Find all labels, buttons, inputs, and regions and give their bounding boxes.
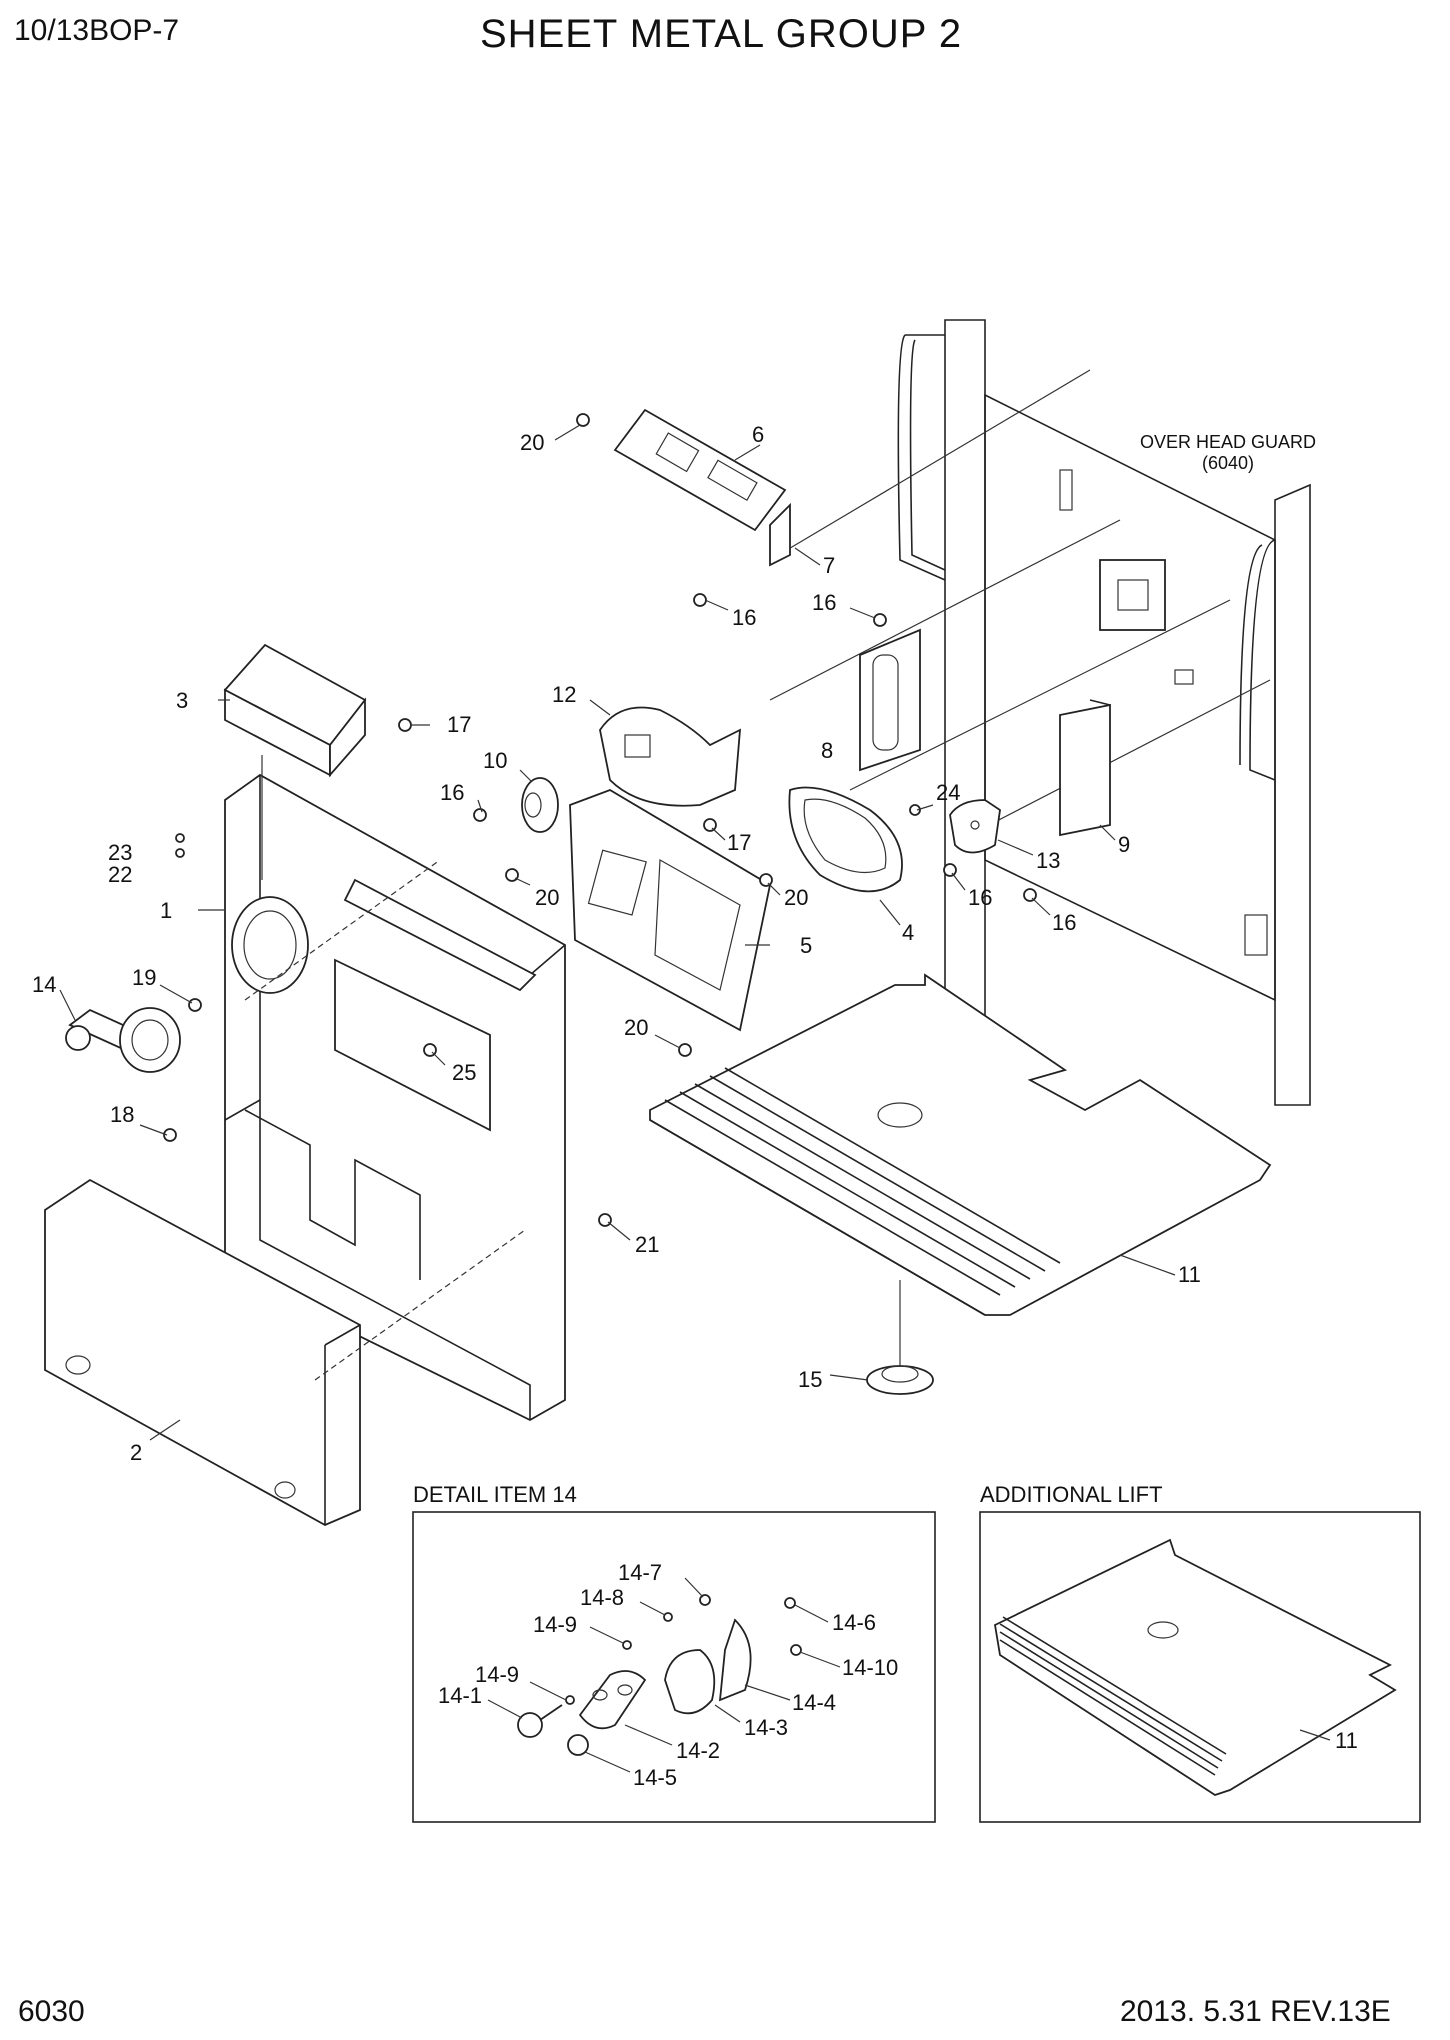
handle-assembly-part-14 bbox=[65, 1007, 181, 1073]
callout-6: 6 bbox=[752, 422, 764, 447]
callout-16: 16 bbox=[968, 885, 992, 910]
callout-labels: 20 6 7 16 16 3 12 17 10 16 17 20 20 1 23… bbox=[32, 422, 1201, 1465]
callout-3: 3 bbox=[176, 688, 188, 713]
page-title: SHEET METAL GROUP 2 bbox=[480, 12, 963, 56]
detail-frame bbox=[412, 1511, 936, 1823]
callout-16: 16 bbox=[1052, 910, 1076, 935]
detail-label-14-3: 14-3 bbox=[744, 1715, 788, 1740]
leader-lines bbox=[59, 424, 1176, 1441]
model-code: 10/13BOP-7 bbox=[14, 14, 180, 47]
callout-17: 17 bbox=[727, 830, 751, 855]
callout-16: 16 bbox=[732, 605, 756, 630]
callout-20: 20 bbox=[784, 885, 808, 910]
callout-10: 10 bbox=[483, 748, 507, 773]
plate-part-13 bbox=[949, 799, 1001, 854]
callout-9: 9 bbox=[1118, 832, 1130, 857]
callout-1: 1 bbox=[160, 898, 172, 923]
switch-panel-part-6 bbox=[613, 408, 791, 567]
callout-20: 20 bbox=[624, 1015, 648, 1040]
callout-8: 8 bbox=[821, 738, 833, 763]
detail-caption: DETAIL ITEM 14 bbox=[413, 1482, 577, 1507]
overhead-guard-frame bbox=[769, 319, 1311, 1106]
revision-date: 2013. 5.31 REV.13E bbox=[1120, 1995, 1391, 2028]
additional-lift-caption: ADDITIONAL LIFT bbox=[980, 1482, 1163, 1507]
front-cover-part-2 bbox=[44, 1178, 526, 1527]
callout-20: 20 bbox=[535, 885, 559, 910]
bracket-part-9 bbox=[1059, 699, 1111, 837]
detail-label-14-5: 14-5 bbox=[633, 1765, 677, 1790]
additional-lift-label-11: 11 bbox=[1335, 1728, 1358, 1753]
callout-7: 7 bbox=[823, 553, 835, 578]
detail-label-14-8: 14-8 bbox=[580, 1585, 624, 1610]
overhead-guard-reference: OVER HEAD GUARD (6040) bbox=[1140, 432, 1316, 473]
detail-label-14-6: 14-6 bbox=[832, 1610, 876, 1635]
detail-label-14-1: 14-1 bbox=[438, 1683, 482, 1708]
tray-part-3 bbox=[223, 643, 367, 880]
hub-part-10 bbox=[521, 777, 559, 833]
callout-13: 13 bbox=[1036, 848, 1060, 873]
reference-line-1: OVER HEAD GUARD bbox=[1140, 432, 1316, 452]
callout-12: 12 bbox=[552, 682, 576, 707]
page-number: 6030 bbox=[18, 1995, 85, 2028]
cover-plate-part-5 bbox=[569, 789, 772, 1032]
callout-21: 21 bbox=[635, 1232, 659, 1257]
callout-25: 25 bbox=[452, 1060, 476, 1085]
callout-19: 19 bbox=[132, 965, 156, 990]
additional-lift-panel: ADDITIONAL LIFT 11 bbox=[979, 1482, 1421, 1823]
additional-lift-frame bbox=[979, 1511, 1421, 1823]
reference-line-2: (6040) bbox=[1202, 453, 1254, 473]
callout-2: 2 bbox=[130, 1440, 142, 1465]
callout-4: 4 bbox=[902, 920, 914, 945]
bumper-part-15 bbox=[866, 1365, 934, 1395]
bracket-part-8 bbox=[859, 628, 921, 772]
fasteners bbox=[163, 413, 1037, 1227]
callout-20: 20 bbox=[520, 430, 544, 455]
side-panel-part-1 bbox=[224, 773, 566, 1422]
callout-24: 24 bbox=[936, 780, 960, 805]
callout-15: 15 bbox=[798, 1367, 822, 1392]
callout-14: 14 bbox=[32, 972, 56, 997]
callout-11: 11 bbox=[1178, 1262, 1201, 1287]
detail-item-14-panel: DETAIL ITEM 14 14-7 14-8 14-9 14-6 14-10… bbox=[412, 1482, 936, 1823]
callout-23: 23 bbox=[108, 840, 132, 865]
detail-label-14-10: 14-10 bbox=[842, 1655, 898, 1680]
callout-22: 22 bbox=[108, 862, 132, 887]
detail-label-14-4: 14-4 bbox=[792, 1690, 836, 1715]
callout-16: 16 bbox=[812, 590, 836, 615]
ring-bracket-part-4 bbox=[788, 786, 903, 893]
callout-18: 18 bbox=[110, 1102, 134, 1127]
callout-5: 5 bbox=[800, 933, 812, 958]
detail-label-14-7: 14-7 bbox=[618, 1560, 662, 1585]
callout-16: 16 bbox=[440, 780, 464, 805]
detail-label-14-9b: 14-9 bbox=[475, 1662, 519, 1687]
cover-part-12 bbox=[599, 706, 742, 807]
detail-label-14-9: 14-9 bbox=[533, 1612, 577, 1637]
callout-17: 17 bbox=[447, 712, 471, 737]
floor-plate-part-11 bbox=[649, 973, 1272, 1370]
detail-label-14-2: 14-2 bbox=[676, 1738, 720, 1763]
